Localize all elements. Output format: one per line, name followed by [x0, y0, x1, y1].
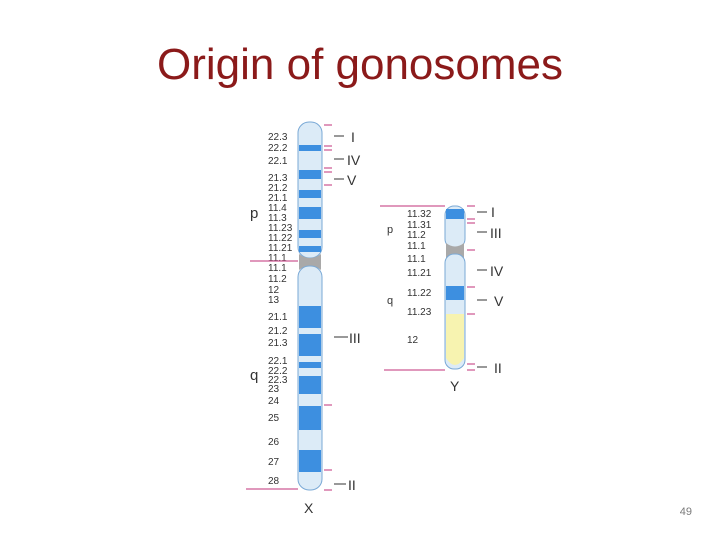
x-band-label: 11.3 [268, 213, 287, 224]
x-region-label: I [351, 129, 355, 145]
x-band-labels: 22.3 22.2 22.1 21.3 21.2 21.1 11.4 11.3 … [268, 132, 293, 487]
y-region-label: I [491, 204, 495, 220]
x-band-label: 21.3 [268, 338, 288, 349]
x-band-q25 [299, 406, 321, 430]
y-band-p11-32 [446, 209, 464, 219]
x-band-label: 11.1 [268, 263, 287, 274]
y-band-labels: 11.32 11.31 11.2 11.1 11.1 11.21 11.22 1… [407, 209, 432, 346]
y-chromosome-name: Y [450, 378, 460, 394]
x-region-label: III [349, 330, 361, 346]
y-band-label: 11.23 [407, 307, 432, 318]
slide-title: Origin of gonosomes [157, 40, 563, 89]
x-band-p22-2 [299, 145, 321, 151]
y-region-label: III [490, 225, 502, 241]
x-region-markers [334, 135, 348, 485]
page-number: 49 [679, 506, 692, 518]
y-band-label: 11.1 [407, 254, 426, 265]
x-band-label: 21.2 [268, 183, 288, 194]
y-band-label: 11.21 [407, 268, 432, 279]
y-band-q11-22 [446, 286, 464, 300]
x-band-p11-22 [299, 230, 321, 238]
x-band-label: 22.2 [268, 143, 288, 154]
x-band-label: 11.22 [268, 233, 293, 244]
x-centromere [299, 254, 321, 270]
x-band-label: 12 [268, 285, 280, 296]
x-region-label: IV [347, 152, 361, 168]
x-band-label: 11.21 [268, 243, 293, 254]
x-band-label: 22.1 [268, 156, 288, 167]
x-chromosome: 22.3 22.2 22.1 21.3 21.2 21.1 11.4 11.3 … [246, 121, 361, 516]
x-band-label: 21.1 [268, 193, 288, 204]
x-band-label: 22.3 [268, 132, 288, 143]
x-band-label: 26 [268, 437, 280, 448]
x-band-p11-1 [299, 246, 321, 252]
x-band-p11-3 [299, 207, 321, 219]
x-q-arm-label: q [250, 367, 258, 384]
x-band-label: 22.1 [268, 356, 288, 367]
x-band-label: 11.2 [268, 274, 287, 285]
x-band-q23 [299, 376, 321, 394]
x-band-label: 24 [268, 396, 280, 407]
x-region-label: II [348, 477, 356, 493]
y-p-arm-label: p [387, 224, 393, 236]
x-band-label: 21.2 [268, 326, 288, 337]
y-band-q12 [446, 314, 464, 365]
x-band-label: 11.4 [268, 203, 287, 214]
y-band-label: 12 [407, 335, 419, 346]
x-band-q21-1 [299, 306, 321, 328]
x-band-q21-3 [299, 334, 321, 356]
x-band-label: 27 [268, 457, 280, 468]
x-band-q22-2 [299, 362, 321, 368]
y-region-ticks [467, 205, 475, 371]
x-band-label: 28 [268, 476, 280, 487]
y-region-label: IV [490, 263, 504, 279]
y-band-label: 11.22 [407, 288, 432, 299]
x-chromosome-name: X [304, 500, 314, 516]
x-region-ticks [324, 124, 332, 491]
x-band-p21-1 [299, 190, 321, 198]
y-region-label: V [494, 293, 504, 309]
x-band-label: 21.3 [268, 173, 288, 184]
x-band-q27 [299, 450, 321, 472]
x-band-label: 22.3 [268, 375, 288, 386]
y-band-label: 11.1 [407, 241, 426, 252]
x-band-label: 13 [268, 295, 280, 306]
x-p-arm-label: p [250, 205, 258, 222]
y-region-label: II [494, 360, 502, 376]
y-q-arm-label: q [387, 295, 393, 307]
y-band-label: 11.31 [407, 220, 432, 231]
y-region-markers [477, 211, 487, 368]
x-band-label: 23 [268, 384, 280, 395]
x-band-p21-3 [299, 170, 321, 179]
x-band-label: 25 [268, 413, 280, 424]
x-band-label: 11.23 [268, 223, 293, 234]
y-band-label: 11.2 [407, 230, 426, 241]
x-region-label: V [347, 172, 357, 188]
x-band-label: 22.2 [268, 366, 288, 377]
y-chromosome: 11.32 11.31 11.2 11.1 11.1 11.21 11.22 1… [380, 204, 504, 394]
x-band-label: 11.1 [268, 253, 287, 264]
y-band-label: 11.32 [407, 209, 432, 220]
x-band-label: 21.1 [268, 312, 288, 323]
